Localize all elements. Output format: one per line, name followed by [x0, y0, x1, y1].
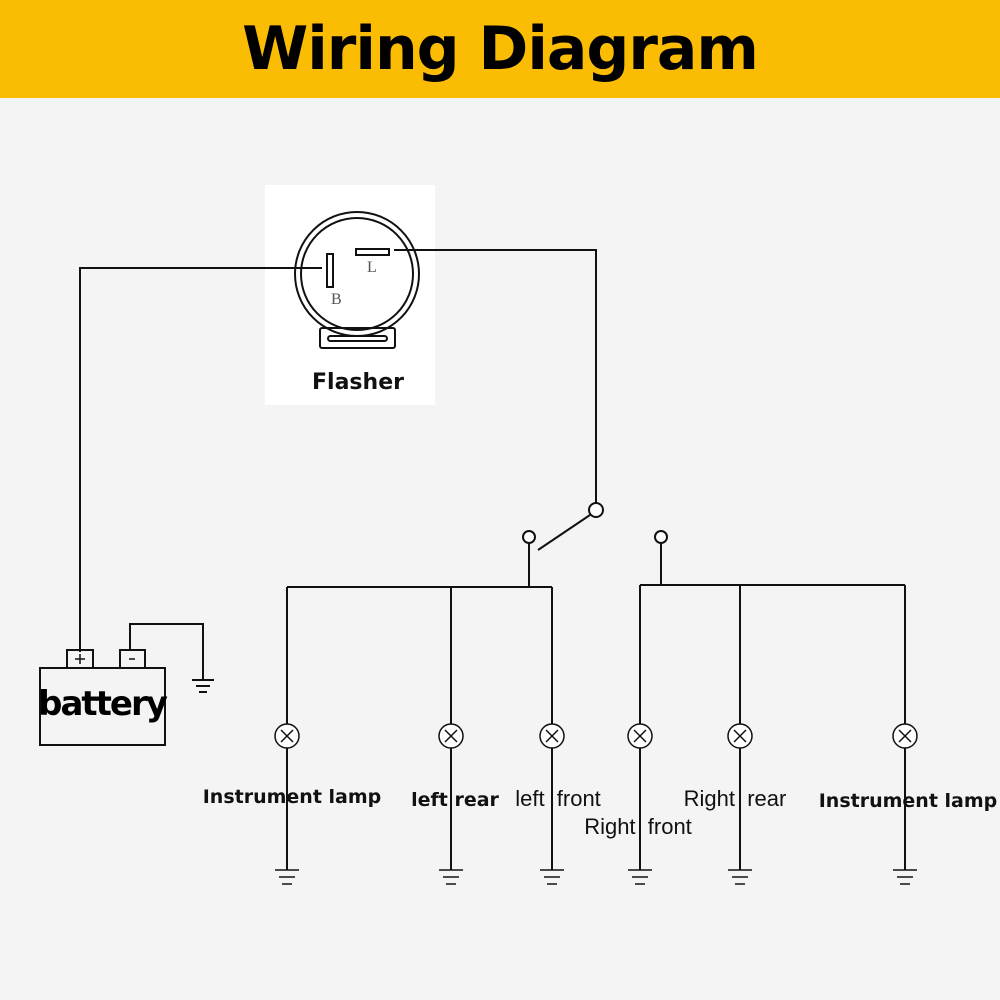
ground-icon	[275, 869, 299, 885]
lamp-label: left front	[515, 786, 601, 811]
flasher-icon	[294, 211, 420, 349]
flasher-backdrop	[265, 185, 435, 405]
lamp-branch: Instrument lamp	[819, 585, 998, 885]
battery-icon	[39, 649, 166, 746]
lamp-branch: Right rear	[684, 585, 787, 885]
header-banner: Wiring Diagram	[0, 0, 1000, 98]
lamp-label: Right front	[584, 814, 692, 839]
ground-icon	[540, 869, 564, 885]
lamp-branch: left rear	[411, 587, 500, 885]
ground-icon	[628, 869, 652, 885]
lamp-icon	[727, 723, 753, 749]
ground-icon	[192, 679, 214, 693]
terminal-b-label: B	[331, 291, 342, 308]
wire-b-to-battery	[79, 267, 322, 652]
lamp-branch: Right front	[584, 585, 692, 885]
lamp-icon	[539, 723, 565, 749]
lamp-icon	[627, 723, 653, 749]
turn-switch	[522, 502, 668, 551]
lamp-label: left rear	[411, 789, 499, 811]
flasher-label: Flasher	[312, 370, 404, 395]
ground-icon	[728, 869, 752, 885]
wire-battery-negative	[129, 623, 204, 680]
lamp-icon	[438, 723, 464, 749]
ground-icon	[439, 869, 463, 885]
lamp-label: Instrument lamp	[819, 790, 998, 812]
ground-icon	[893, 869, 917, 885]
terminal-l-label: L	[367, 259, 377, 276]
lamp-label: Right rear	[684, 786, 787, 811]
battery-label: battery	[38, 684, 168, 724]
lamp-label: Instrument lamp	[203, 786, 382, 808]
lamp-branch: Instrument lamp	[203, 587, 382, 885]
wire-l-to-switch	[394, 249, 597, 503]
lamp-branch: left front	[515, 587, 601, 885]
lamp-icon	[892, 723, 918, 749]
lamp-icon	[274, 723, 300, 749]
diagram-title: Wiring Diagram	[242, 14, 759, 84]
